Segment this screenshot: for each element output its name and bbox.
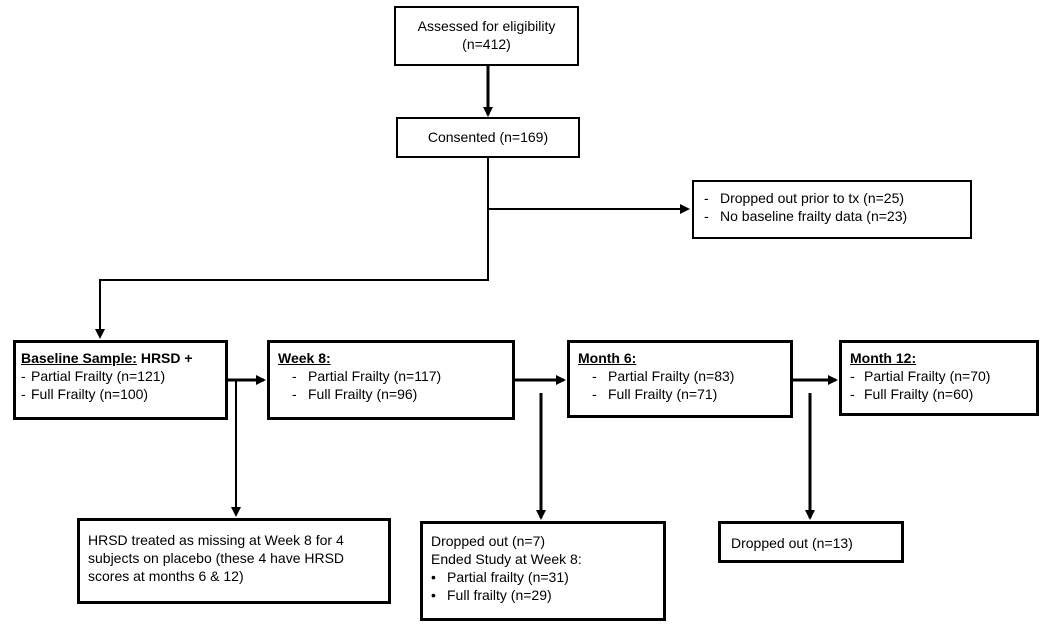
week8-item: -Partial Frailty (n=117) bbox=[278, 367, 506, 385]
excluded-item-dropped: Dropped out prior to tx (n=25) bbox=[720, 190, 905, 206]
month12-title: Month 12: bbox=[850, 349, 1030, 367]
week8-title-text: Week 8: bbox=[278, 350, 331, 366]
baseline-title: Baseline Sample: HRSD + bbox=[21, 349, 219, 367]
week8-dropout-count: Dropped out (n=7) bbox=[431, 533, 546, 549]
assessed-label: Assessed for eligibility bbox=[417, 18, 556, 34]
week8-full: Full Frailty (n=96) bbox=[308, 386, 418, 402]
consented-label: Consented (n=169) bbox=[427, 129, 549, 145]
baseline-title-suffix: HRSD + bbox=[140, 350, 193, 366]
excluded-item: -Dropped out prior to tx (n=25) bbox=[704, 189, 962, 207]
month12-full: Full Frailty (n=60) bbox=[864, 386, 974, 402]
excluded-box: -Dropped out prior to tx (n=25) -No base… bbox=[692, 180, 972, 239]
baseline-item: -Partial Frailty (n=121) bbox=[21, 367, 219, 385]
assessed-count: (n=412) bbox=[462, 36, 511, 52]
hrsd-note-line: HRSD treated as missing at Week 8 for 4 bbox=[88, 532, 344, 548]
baseline-box: Baseline Sample: HRSD + -Partial Frailty… bbox=[13, 340, 228, 420]
week8-box: Week 8: -Partial Frailty (n=117) -Full F… bbox=[267, 340, 515, 420]
month12-partial: Partial Frailty (n=70) bbox=[864, 368, 991, 384]
hrsd-note-line: subjects on placebo (these 4 have HRSD bbox=[88, 550, 345, 566]
excluded-item: -No baseline frailty data (n=23) bbox=[704, 207, 962, 225]
month12-item: -Full Frailty (n=60) bbox=[850, 385, 1030, 403]
month6-dropout-count: Dropped out (n=13) bbox=[731, 535, 853, 551]
month6-title: Month 6: bbox=[578, 349, 784, 367]
month12-item: -Partial Frailty (n=70) bbox=[850, 367, 1030, 385]
week8-dropout-box: Dropped out (n=7) Ended Study at Week 8:… bbox=[420, 521, 666, 621]
dash-marker: - bbox=[704, 190, 709, 206]
month12-box: Month 12: -Partial Frailty (n=70) -Full … bbox=[839, 340, 1039, 416]
dash-marker: - bbox=[21, 368, 26, 384]
consented-box: Consented (n=169) bbox=[396, 117, 580, 158]
month6-partial: Partial Frailty (n=83) bbox=[608, 368, 735, 384]
month6-full: Full Frailty (n=71) bbox=[608, 386, 718, 402]
bullet-marker: • bbox=[431, 587, 436, 603]
week8-ended-item: • Full frailty (n=29) bbox=[431, 586, 655, 604]
month12-title-text: Month 12: bbox=[850, 350, 917, 366]
bullet-marker: • bbox=[431, 569, 436, 585]
dash-marker: - bbox=[292, 386, 297, 402]
month6-dropout-box: Dropped out (n=13) bbox=[718, 521, 904, 563]
month6-title-text: Month 6: bbox=[578, 350, 637, 366]
excluded-item-no-data: No baseline frailty data (n=23) bbox=[720, 208, 908, 224]
hrsd-note-box: HRSD treated as missing at Week 8 for 4 … bbox=[77, 518, 391, 604]
dash-marker: - bbox=[704, 208, 709, 224]
hrsd-note-line: scores at months 6 & 12) bbox=[88, 568, 244, 584]
dash-marker: - bbox=[21, 386, 26, 402]
month6-box: Month 6: -Partial Frailty (n=83) -Full F… bbox=[567, 340, 793, 418]
week8-ended-partial: Partial frailty (n=31) bbox=[447, 569, 569, 585]
week8-item: -Full Frailty (n=96) bbox=[278, 385, 506, 403]
month6-item: -Full Frailty (n=71) bbox=[578, 385, 784, 403]
dash-marker: - bbox=[850, 368, 855, 384]
baseline-title-text: Baseline Sample: bbox=[21, 350, 137, 366]
week8-ended-study: Ended Study at Week 8: bbox=[431, 551, 582, 567]
week8-title: Week 8: bbox=[278, 349, 506, 367]
month6-item: -Partial Frailty (n=83) bbox=[578, 367, 784, 385]
assessed-box: Assessed for eligibility (n=412) bbox=[394, 6, 579, 66]
baseline-partial: Partial Frailty (n=121) bbox=[31, 368, 166, 384]
week8-partial: Partial Frailty (n=117) bbox=[308, 368, 442, 384]
dash-marker: - bbox=[592, 368, 597, 384]
baseline-full: Full Frailty (n=100) bbox=[31, 386, 149, 402]
week8-ended-item: • Partial frailty (n=31) bbox=[431, 568, 655, 586]
dash-marker: - bbox=[592, 386, 597, 402]
dash-marker: - bbox=[850, 386, 855, 402]
dash-marker: - bbox=[292, 368, 297, 384]
week8-ended-full: Full frailty (n=29) bbox=[447, 587, 552, 603]
connector-consented-to-baseline bbox=[95, 158, 489, 339]
baseline-item: -Full Frailty (n=100) bbox=[21, 385, 219, 403]
